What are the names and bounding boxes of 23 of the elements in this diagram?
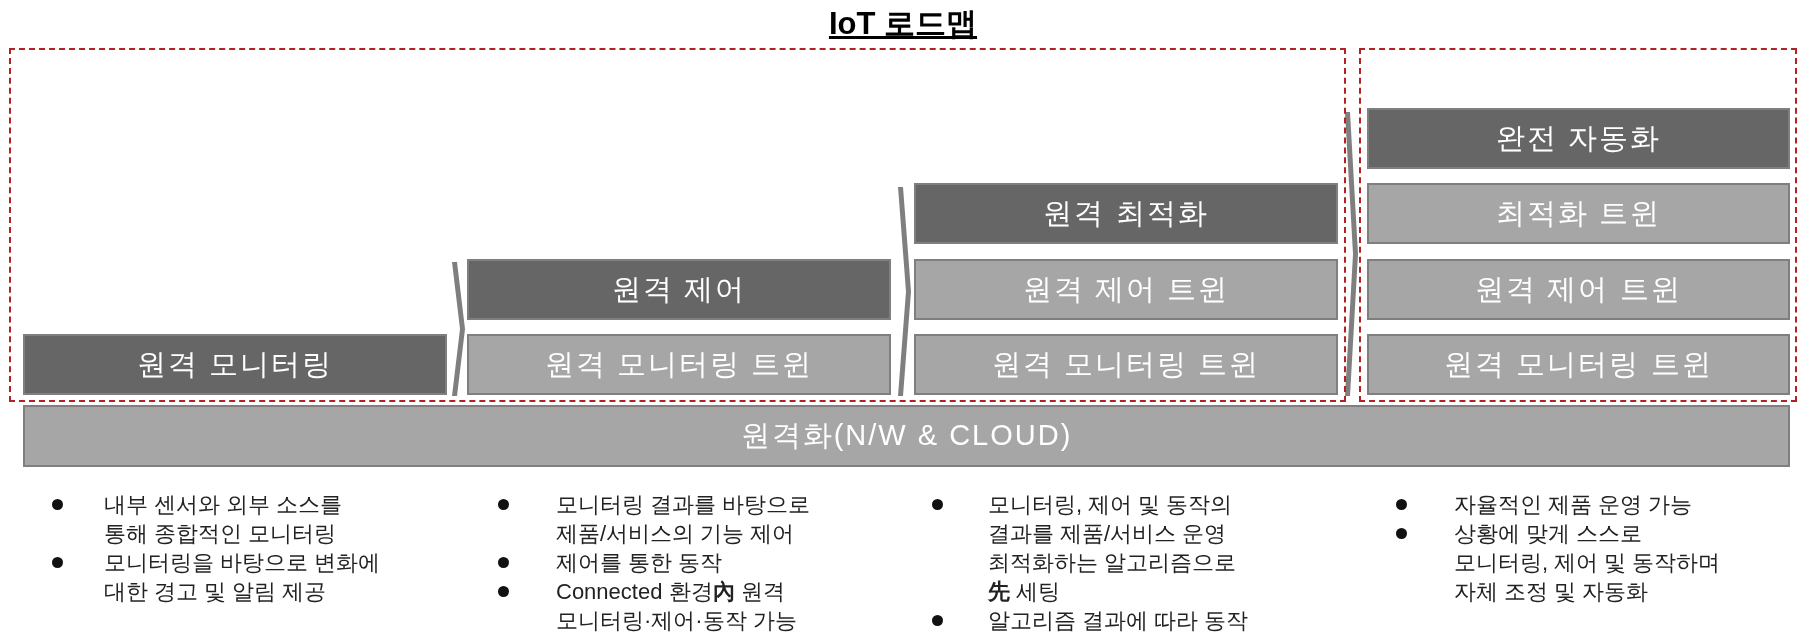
title: IoT 로드맵	[827, 5, 979, 43]
bullet-text: 모니터링, 제어 및 동작의 결과를 제품/서비스 운영 최적화하는 알고리즘으로 先 세팅	[988, 491, 1238, 606]
stage-box: 원격 모니터링 트윈	[914, 334, 1338, 395]
stage-box: 원격 제어	[467, 259, 891, 320]
bullet-text: 모니터링 결과를 바탕으로 제품/서비스의 기능 제어	[556, 491, 812, 548]
bullet-text: 모니터링을 바탕으로 변화에 대한 경고 및 알림 제공	[104, 549, 382, 606]
stage-box: 완전 자동화	[1367, 108, 1790, 169]
base-bar: 원격화(N/W & CLOUD)	[23, 405, 1790, 467]
bullet-text: 상황에 맞게 스스로 모니터링, 제어 및 동작하며 자체 조정 및 자동화	[1454, 520, 1722, 606]
bullet-text: 내부 센서와 외부 소스를 통해 종합적인 모니터링	[104, 491, 344, 548]
stage-box: 최적화 트윈	[1367, 183, 1790, 244]
bullet-text: 제어를 통한 동작	[556, 549, 724, 577]
bullet-text: 자율적인 제품 운영 가능	[1454, 491, 1694, 519]
dashed-frame	[1359, 48, 1797, 402]
stage-box: 원격 모니터링 트윈	[1367, 334, 1790, 395]
bullet-text: Connected 환경內 원격 모니터링·제어·동작 가능	[556, 578, 798, 635]
stage-box: 원격 모니터링 트윈	[467, 334, 891, 395]
stage-box: 원격 제어 트윈	[914, 259, 1338, 320]
stage-box: 원격 최적화	[914, 183, 1338, 244]
stage-box: 원격 제어 트윈	[1367, 259, 1790, 320]
stage-box: 원격 모니터링	[23, 334, 447, 395]
bullet-text: 알고리즘 결과에 따라 동작	[988, 607, 1250, 635]
dashed-frame	[9, 48, 1346, 402]
